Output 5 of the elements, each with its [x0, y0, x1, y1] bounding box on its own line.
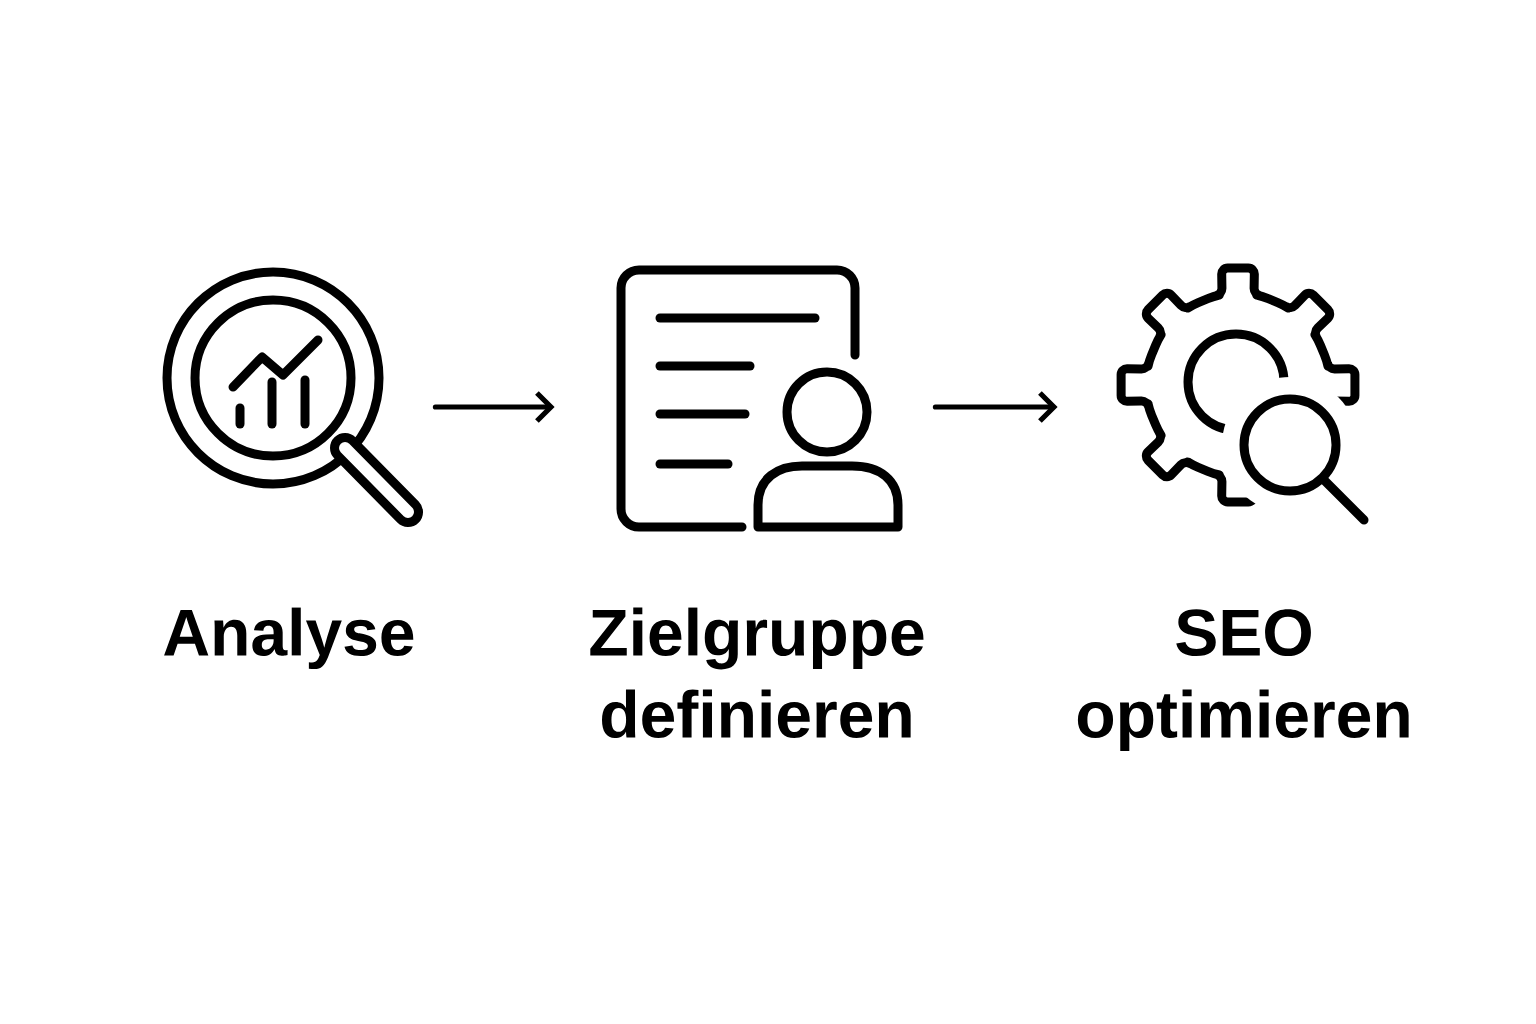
- step-label: SEO optimieren: [1077, 609, 1409, 752]
- step-label: Zielgruppe definieren: [590, 607, 924, 739]
- step-label: Analyse: [164, 607, 414, 670]
- arrow: [432, 391, 555, 423]
- arrow: [932, 391, 1058, 423]
